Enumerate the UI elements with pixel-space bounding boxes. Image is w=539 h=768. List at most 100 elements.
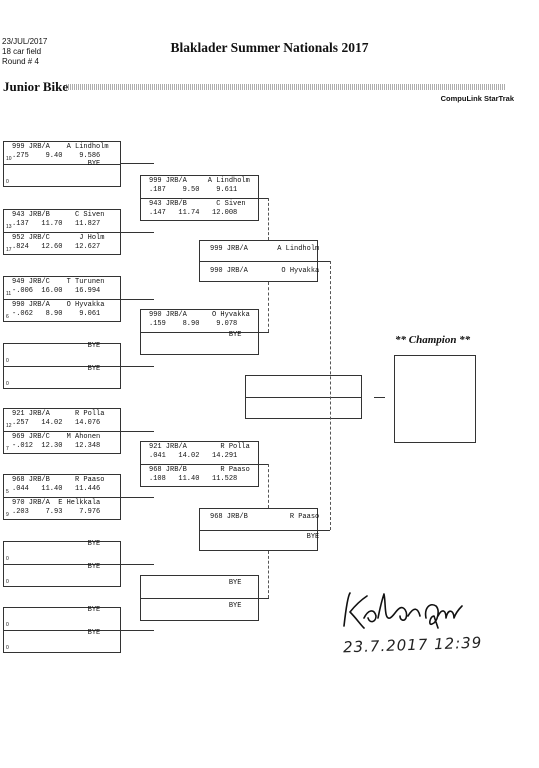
entry-line2: BYE [12, 540, 101, 548]
connector [259, 598, 269, 599]
round2-lane-top: 999 JRB/A A Lindholm.187 9.50 9.611 [141, 176, 258, 198]
entry-line1: BYE [210, 532, 320, 541]
entry-line2: BYE [12, 342, 101, 350]
entry-line1: 970 JRB/A E Helkkala [12, 499, 101, 507]
connector [318, 261, 330, 262]
round2-lane-bottom: 943 JRB/B C Siven.147 11.74 12.008 [141, 198, 258, 221]
round2-match-3: 921 JRB/A R Polla.041 14.02 14.291 968 J… [140, 441, 259, 487]
entry-line2: BYE [12, 606, 101, 614]
round2-match-1: 999 JRB/A A Lindholm.187 9.50 9.611 943 … [140, 175, 259, 221]
entry-line2: BYE [12, 365, 101, 373]
entry-line1: 990 JRB/A O Hyvakka [149, 311, 250, 319]
seed-number: 0 [6, 579, 9, 585]
brand-label: CompuLink StarTrak [440, 94, 514, 103]
entry-line1: 968 JRB/B R Paaso [12, 476, 105, 484]
entry-line2: .159 8.90 9.078 [149, 320, 238, 328]
entry-line1: 952 JRB/C J Holm [12, 234, 105, 242]
round2-lane-bottom: BYE [141, 331, 258, 355]
seed-number: 5 [6, 489, 9, 495]
entry-line2: BYE [149, 602, 242, 610]
connector [259, 198, 269, 199]
entry-line2: BYE [12, 629, 101, 637]
seed-number: 13 [6, 224, 12, 230]
entry-line2: .044 11.40 11.446 [12, 485, 101, 493]
round3-lane-top: 999 JRB/A A Lindholm [200, 241, 319, 261]
seed-number: 0 [6, 622, 9, 628]
seed-number: 12 [6, 423, 12, 429]
entry-line2: .275 9.40 9.586 [12, 152, 101, 160]
round1-lane-top: BYE 0 [4, 606, 120, 630]
seed-number: 17 [6, 247, 12, 253]
entry-line2: .137 11.70 11.827 [12, 220, 101, 228]
round1-lane-bottom: BYE 0 [4, 160, 120, 187]
seed-number: 7 [6, 446, 9, 452]
champion-label: ** Champion ** [395, 334, 471, 346]
handwritten-signature [343, 592, 463, 629]
connector [121, 366, 154, 367]
connector [259, 332, 269, 333]
connector [268, 464, 269, 508]
entry-line2: .187 9.50 9.611 [149, 186, 238, 194]
seed-number: 6 [6, 314, 9, 320]
round3-match-1: 999 JRB/A A Lindholm 990 JRB/A O Hyvakka [199, 240, 320, 282]
round2-lane-top: BYE [141, 576, 258, 598]
seed-number: 11 [6, 291, 12, 297]
entry-line2: .041 14.02 14.291 [149, 452, 238, 460]
round1-lane-bottom: BYE 0 [4, 563, 120, 587]
connector [121, 630, 154, 631]
round3-lane-bottom: 990 JRB/A O Hyvakka [200, 261, 320, 282]
connector [121, 497, 154, 498]
entry-line2: BYE [149, 331, 242, 339]
connector [121, 564, 154, 565]
connector [374, 397, 385, 398]
final-match [245, 375, 362, 419]
header-date: 23/JUL/2017 [2, 37, 48, 46]
round2-lane-top: 990 JRB/A O Hyvakka.159 8.90 9.078 [141, 310, 258, 332]
seed-number: 0 [6, 556, 9, 562]
entry-line2: .824 12.60 12.627 [12, 243, 101, 251]
round2-match-4: BYE BYE [140, 575, 259, 621]
entry-line1: 968 JRB/B R Paaso [210, 513, 320, 521]
seed-number: 10 [6, 156, 12, 162]
seed-number: 9 [6, 512, 9, 518]
seed-number: 0 [6, 179, 9, 185]
entry-line2: BYE [12, 563, 101, 571]
round2-lane-top: 921 JRB/A R Polla.041 14.02 14.291 [141, 442, 258, 464]
connector [268, 551, 269, 598]
entry-line1: 999 JRB/A A Lindholm [149, 177, 250, 185]
seed-number: 0 [6, 358, 9, 364]
entry-line1: 969 JRB/C M Ahonen [12, 433, 101, 441]
connector [268, 282, 269, 332]
entry-line2: BYE [12, 160, 101, 168]
connector [121, 232, 154, 233]
entry-line1: 990 JRB/A O Hyvakka [210, 267, 320, 275]
round1-lane-top: BYE 0 [4, 342, 120, 366]
final-lane-bottom [246, 397, 361, 419]
header-field: 18 car field [2, 47, 42, 56]
entry-line2: -.012 12.30 12.348 [12, 442, 101, 450]
entry-line1: 968 JRB/B R Paaso [149, 466, 250, 474]
connector [330, 261, 331, 530]
entry-line2: .108 11.40 11.528 [149, 475, 238, 483]
seed-number: 0 [6, 645, 9, 651]
connector [268, 198, 269, 240]
signature-datetime: 23.7.2017 12:39 [342, 633, 483, 657]
round1-lane-top: BYE 0 [4, 540, 120, 564]
entry-line1: 999 JRB/A A Lindholm [12, 143, 109, 151]
connector [121, 299, 154, 300]
round3-lane-top: 968 JRB/B R Paaso [200, 509, 320, 530]
connector [259, 464, 269, 465]
round2-match-2: 990 JRB/A O Hyvakka.159 8.90 9.078 BYE [140, 309, 259, 355]
